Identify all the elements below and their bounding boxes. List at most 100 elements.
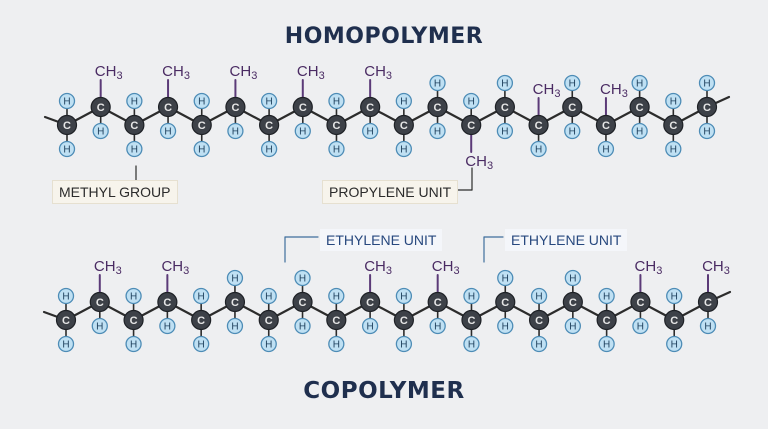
- carbon-atom: C: [90, 96, 111, 118]
- methyl-group: CH3: [702, 258, 730, 277]
- hydrogen-symbol: H: [333, 292, 340, 303]
- hydrogen-atom-icon: [226, 269, 244, 287]
- carbon-atom: C: [494, 96, 515, 118]
- hydrogen-atom-icon: [260, 92, 278, 110]
- hydrogen-atom: H: [193, 287, 210, 305]
- hydrogen-symbol: H: [131, 145, 138, 156]
- hydrogen-atom: H: [294, 269, 311, 287]
- carbon-symbol: C: [366, 102, 374, 114]
- carbon-atom: C: [292, 291, 313, 313]
- hydrogen-atom: H: [58, 92, 76, 110]
- carbon-atom: C: [258, 309, 279, 331]
- methyl-group: CH3: [161, 258, 189, 277]
- carbon-atom: C: [663, 114, 684, 136]
- hydrogen-atom-icon: [564, 317, 581, 335]
- carbon-atom-icon: [494, 96, 515, 118]
- hydrogen-atom-icon: [395, 92, 412, 110]
- hydrogen-atom-icon: [463, 335, 480, 353]
- hydrogen-symbol: H: [603, 292, 610, 303]
- hydrogen-atom: H: [361, 317, 379, 335]
- hydrogen-symbol: H: [636, 127, 643, 138]
- hydrogen-atom-icon: [564, 269, 581, 287]
- carbon-atom-icon: [528, 114, 549, 136]
- hydrogen-atom-icon: [530, 140, 547, 158]
- carbon-atom-icon: [427, 291, 448, 313]
- copolymer-title: COPOLYMER: [303, 378, 465, 404]
- hydrogen-symbol: H: [502, 322, 509, 333]
- carbon-atom-icon: [326, 309, 347, 331]
- hydrogen-atom-icon: [159, 122, 177, 140]
- hydrogen-atom: H: [57, 335, 75, 353]
- hydrogen-symbol: H: [501, 127, 508, 138]
- hydrogen-symbol: H: [299, 127, 306, 138]
- hydrogen-symbol: H: [703, 127, 710, 138]
- hydrogen-atom-icon: [666, 287, 683, 305]
- hydrogen-atom: H: [126, 92, 143, 110]
- carbon-atom: C: [596, 309, 617, 331]
- hydrogen-atom-icon: [530, 287, 548, 305]
- hydrogen-symbol: H: [63, 145, 70, 156]
- hydrogen-atom-icon: [429, 74, 446, 92]
- hydrogen-atom-icon: [193, 140, 210, 158]
- hydrogen-atom: H: [91, 317, 108, 335]
- hydrogen-atom: H: [125, 335, 142, 353]
- carbon-atom: C: [393, 309, 414, 331]
- hydrogen-symbol: H: [569, 322, 576, 333]
- methyl-group: CH3: [230, 63, 258, 82]
- hydrogen-atom: H: [193, 140, 210, 158]
- ethylene-unit-label-2: ETHYLENE UNIT: [505, 229, 628, 251]
- hydrogen-atom: H: [328, 335, 345, 353]
- carbon-symbol: C: [332, 315, 340, 327]
- hydrogen-atom: H: [362, 122, 379, 140]
- hydrogen-symbol: H: [96, 322, 103, 333]
- hydrogen-symbol: H: [636, 79, 643, 90]
- carbon-symbol: C: [501, 297, 509, 309]
- hydrogen-atom: H: [497, 269, 514, 287]
- carbon-atom: C: [55, 309, 77, 331]
- homopolymer-chain: HHCH3HHHCH3HHHCH3HHHCH3HHHCH3HHHHHHCH3HH…: [43, 63, 731, 172]
- hydrogen-atom-icon: [497, 317, 514, 335]
- carbon-symbol: C: [602, 120, 610, 132]
- methyl-group: CH3: [95, 63, 123, 82]
- carbon-symbol: C: [636, 297, 644, 309]
- hydrogen-atom-icon: [362, 122, 379, 140]
- hydrogen-atom: H: [260, 335, 277, 353]
- hydrogen-atom-icon: [665, 140, 682, 158]
- methyl-group-label: METHYL GROUP: [52, 180, 178, 204]
- carbon-atom-icon: [292, 96, 313, 118]
- methyl-group: CH3: [364, 63, 392, 82]
- carbon-atom: C: [123, 309, 144, 331]
- carbon-symbol: C: [704, 297, 712, 309]
- hydrogen-symbol: H: [603, 340, 610, 351]
- hydrogen-symbol: H: [637, 322, 644, 333]
- hydrogen-symbol: H: [63, 97, 70, 108]
- hydrogen-symbol: H: [333, 97, 340, 108]
- carbon-atom-icon: [258, 309, 279, 331]
- carbon-atom-icon: [89, 291, 110, 313]
- hydrogen-symbol: H: [333, 340, 340, 351]
- hydrogen-atom: H: [631, 74, 648, 92]
- hydrogen-symbol: H: [198, 340, 205, 351]
- methyl-group: CH3: [465, 153, 493, 172]
- hydrogen-atom: H: [58, 140, 76, 158]
- hydrogen-atom-icon: [328, 92, 345, 110]
- hydrogen-atom: H: [564, 269, 581, 287]
- hydrogen-symbol: H: [265, 292, 272, 303]
- hydrogen-atom: H: [530, 335, 548, 353]
- carbon-atom: C: [461, 114, 482, 136]
- carbon-atom: C: [629, 96, 650, 118]
- carbon-symbol: C: [670, 315, 678, 327]
- carbon-atom: C: [56, 114, 78, 136]
- carbon-atom: C: [360, 96, 381, 118]
- hydrogen-atom: H: [193, 92, 210, 110]
- hydrogen-atom: H: [666, 287, 683, 305]
- carbon-symbol: C: [265, 120, 273, 132]
- carbon-atom-icon: [461, 309, 482, 331]
- hydrogen-atom-icon: [598, 287, 615, 305]
- carbon-symbol: C: [669, 120, 677, 132]
- carbon-atom-icon: [124, 114, 145, 136]
- carbon-atom-icon: [630, 291, 651, 313]
- hydrogen-atom: H: [429, 122, 446, 140]
- carbon-atom: C: [259, 114, 280, 136]
- carbon-symbol: C: [434, 102, 442, 114]
